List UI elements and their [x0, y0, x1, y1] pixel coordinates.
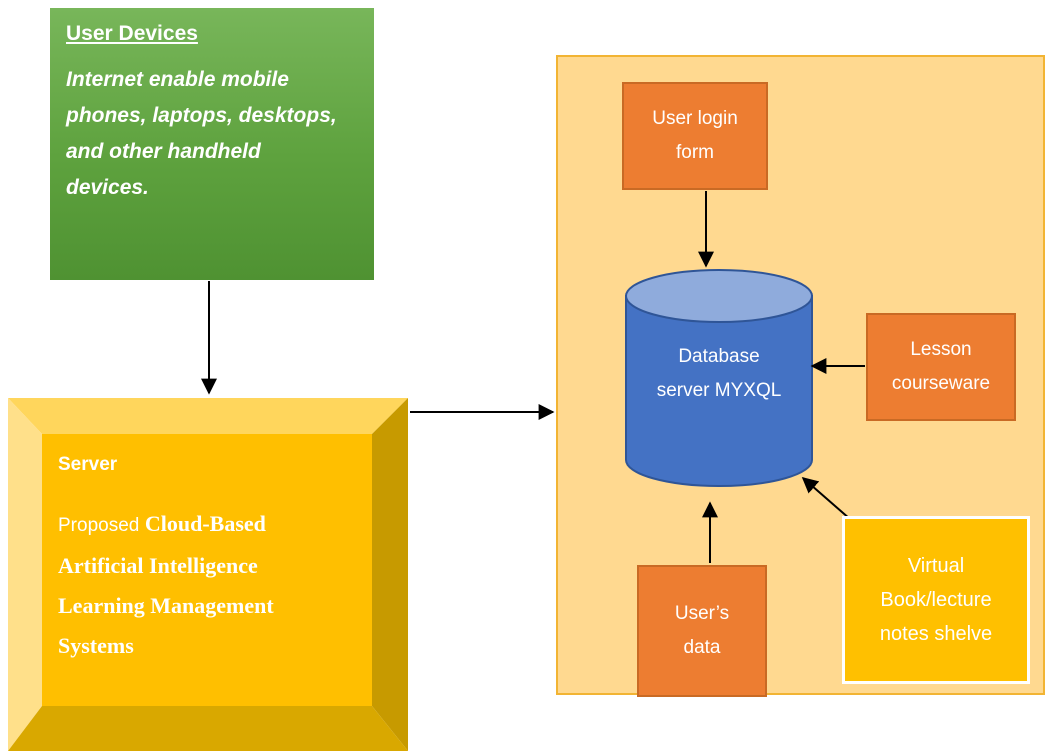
users-data-box: User’s data [637, 565, 767, 697]
server-bevel-frame [8, 398, 408, 751]
virtual-book-shelve-box: Virtual Book/lecture notes shelve [842, 516, 1030, 684]
user-login-form-box: User login form [622, 82, 768, 190]
server-label: Server [58, 454, 118, 475]
user-devices-title: User Devices [66, 22, 198, 45]
server-prefix: Proposed [58, 515, 140, 536]
lesson-courseware-box: Lesson courseware [866, 313, 1016, 421]
server-system-name: Proposed Cloud-Based Artificial Intellig… [58, 504, 356, 666]
user-devices-box: User Devices Internet enable mobile phon… [50, 8, 374, 280]
server-face: Server Proposed Cloud-Based Artificial I… [42, 434, 372, 706]
user-devices-description: Internet enable mobile phones, laptops, … [66, 68, 337, 199]
database-label: Database server MYXQL [656, 346, 782, 401]
server-box: Server Proposed Cloud-Based Artificial I… [8, 398, 408, 751]
server-system-name-line1: Cloud-Based [144, 511, 266, 536]
server-system-name-rest: Artificial Intelligence Learning Managem… [58, 553, 274, 658]
